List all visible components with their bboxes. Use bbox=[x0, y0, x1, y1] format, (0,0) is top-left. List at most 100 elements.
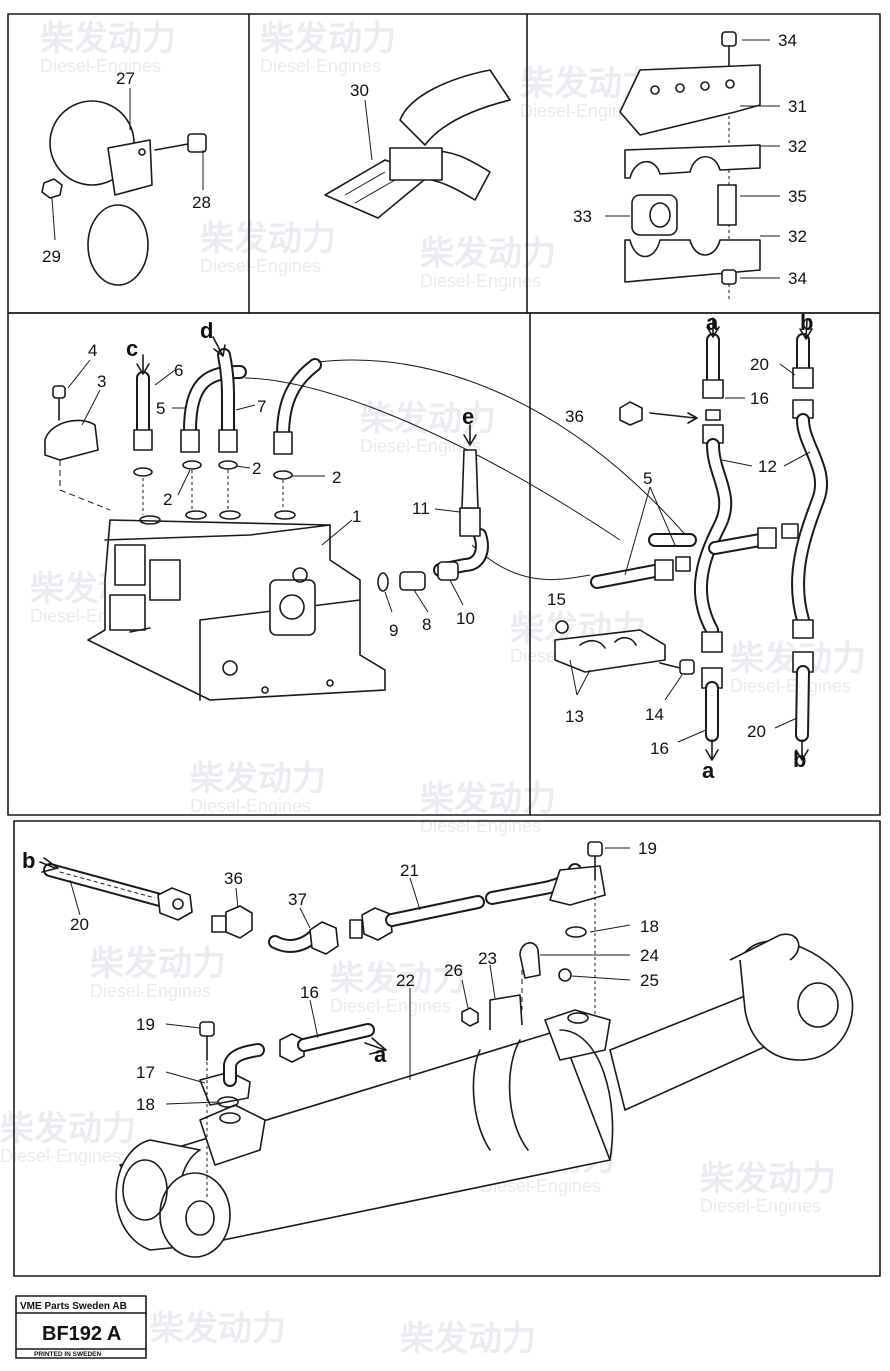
insert-bore bbox=[649, 202, 671, 228]
flow-arrow-icon bbox=[463, 424, 477, 446]
nut-icon bbox=[555, 620, 569, 634]
barrel-band bbox=[472, 1049, 491, 1151]
mounting-bracket bbox=[619, 64, 761, 136]
part-label: 5 bbox=[156, 399, 165, 418]
part-label: 10 bbox=[456, 609, 475, 628]
adapter-thread bbox=[211, 915, 227, 933]
spacer-sleeve bbox=[717, 184, 737, 226]
watermark-cn: 柴发动力 bbox=[420, 779, 556, 819]
panel-mid-left: 4 3 6 5 7 2 2 2 1 11 9 8 10 c d e bbox=[44, 318, 691, 701]
leader bbox=[235, 887, 239, 909]
hose-20-lower-inner bbox=[797, 667, 808, 740]
leader bbox=[664, 674, 683, 701]
leader bbox=[154, 369, 176, 386]
leader bbox=[165, 1071, 206, 1084]
printed-note: PRINTED IN SWEDEN bbox=[34, 1351, 101, 1358]
watermark-cn: 柴发动力 bbox=[40, 19, 176, 59]
part-label: 20 bbox=[70, 915, 89, 934]
valve-plug bbox=[222, 660, 238, 676]
part-label: 27 bbox=[116, 69, 135, 88]
watermark-cn: 柴发动力 bbox=[420, 234, 556, 274]
part-label: 30 bbox=[350, 81, 369, 100]
hose-5-right-inner bbox=[710, 535, 765, 553]
watermark-en: Diesel-Engines bbox=[260, 56, 381, 76]
connection-letter: a bbox=[702, 758, 715, 783]
flow-arrow-icon bbox=[136, 354, 150, 375]
connection-letter: d bbox=[200, 318, 213, 343]
valve-port bbox=[219, 510, 241, 520]
company-name: VME Parts Sweden AB bbox=[20, 1301, 127, 1312]
leader bbox=[489, 964, 496, 999]
pipe-nut bbox=[702, 379, 724, 399]
valve-plug bbox=[292, 567, 308, 583]
part-label: 36 bbox=[565, 407, 584, 426]
washer bbox=[182, 460, 202, 470]
part-label: 31 bbox=[788, 97, 807, 116]
hose-nut-icon bbox=[279, 1033, 305, 1063]
watermark-cn: 柴发动力 bbox=[360, 399, 496, 439]
flow-arrow-icon bbox=[705, 739, 719, 761]
pipe-collar bbox=[705, 409, 721, 421]
watermark-en: Diesel-Engines bbox=[330, 996, 451, 1016]
leader bbox=[774, 717, 798, 729]
adapter-nut-icon bbox=[225, 905, 253, 939]
panel-top-left: 27 28 29 bbox=[41, 69, 211, 286]
leader bbox=[165, 1101, 219, 1105]
panel-mid-right: 20 16 36 12 5 15 13 14 16 20 a b a b bbox=[547, 310, 829, 783]
valve-section bbox=[114, 544, 146, 586]
watermark-cn: 柴发动力 bbox=[90, 944, 226, 984]
part-label: 37 bbox=[288, 890, 307, 909]
part-label: 2 bbox=[163, 490, 172, 509]
leader bbox=[165, 1023, 201, 1029]
leader bbox=[235, 465, 251, 469]
clamp-ring-lower bbox=[87, 204, 149, 286]
pipe-flange bbox=[549, 865, 606, 906]
mount-hole bbox=[326, 679, 334, 687]
part-label: 7 bbox=[257, 397, 266, 416]
leader bbox=[434, 508, 461, 513]
hose-fitting bbox=[180, 429, 200, 453]
pipe-nut bbox=[792, 619, 814, 639]
leader bbox=[571, 975, 631, 981]
leader bbox=[461, 979, 469, 1009]
clamp-saddles bbox=[579, 636, 637, 649]
elbow-17-inner bbox=[225, 1045, 263, 1085]
flow-arrow-icon bbox=[706, 317, 720, 338]
part-label: 18 bbox=[136, 1095, 155, 1114]
panel-top-mid: 30 bbox=[324, 69, 511, 219]
flow-arrow-icon bbox=[364, 1037, 387, 1055]
leader bbox=[384, 591, 393, 613]
eye-bore bbox=[185, 1200, 215, 1236]
connection-letter: a bbox=[374, 1042, 387, 1067]
pipe-21-inner bbox=[387, 897, 483, 925]
leader bbox=[364, 99, 373, 161]
part-label: 3 bbox=[97, 372, 106, 391]
part-label: 34 bbox=[788, 269, 807, 288]
clip-frame bbox=[389, 147, 443, 181]
elbow-10-inner bbox=[435, 530, 487, 575]
valve-edge bbox=[104, 524, 331, 541]
connection-letter: a bbox=[706, 310, 719, 335]
flow-arrow-icon bbox=[212, 336, 226, 357]
valve-port bbox=[279, 594, 305, 620]
part-label: 20 bbox=[747, 722, 766, 741]
part-label: 5 bbox=[643, 469, 652, 488]
part-label: 16 bbox=[300, 983, 319, 1002]
part-label: 23 bbox=[478, 949, 497, 968]
watermark-cn: 柴发动力 bbox=[0, 1109, 136, 1149]
valve-port bbox=[185, 510, 207, 520]
elbow-nut-icon bbox=[309, 921, 339, 955]
part-label: 29 bbox=[42, 247, 61, 266]
part-label: 8 bbox=[422, 615, 431, 634]
clip-ridges bbox=[344, 171, 396, 204]
part-label: 19 bbox=[136, 1015, 155, 1034]
leader bbox=[779, 363, 796, 376]
hose-5-end-inner bbox=[592, 565, 665, 587]
watermark-en: Diesel-Engines bbox=[40, 56, 161, 76]
tube-11 bbox=[461, 449, 479, 509]
part-label: 32 bbox=[788, 227, 807, 246]
hose-braid bbox=[59, 871, 156, 899]
leader bbox=[649, 486, 676, 546]
